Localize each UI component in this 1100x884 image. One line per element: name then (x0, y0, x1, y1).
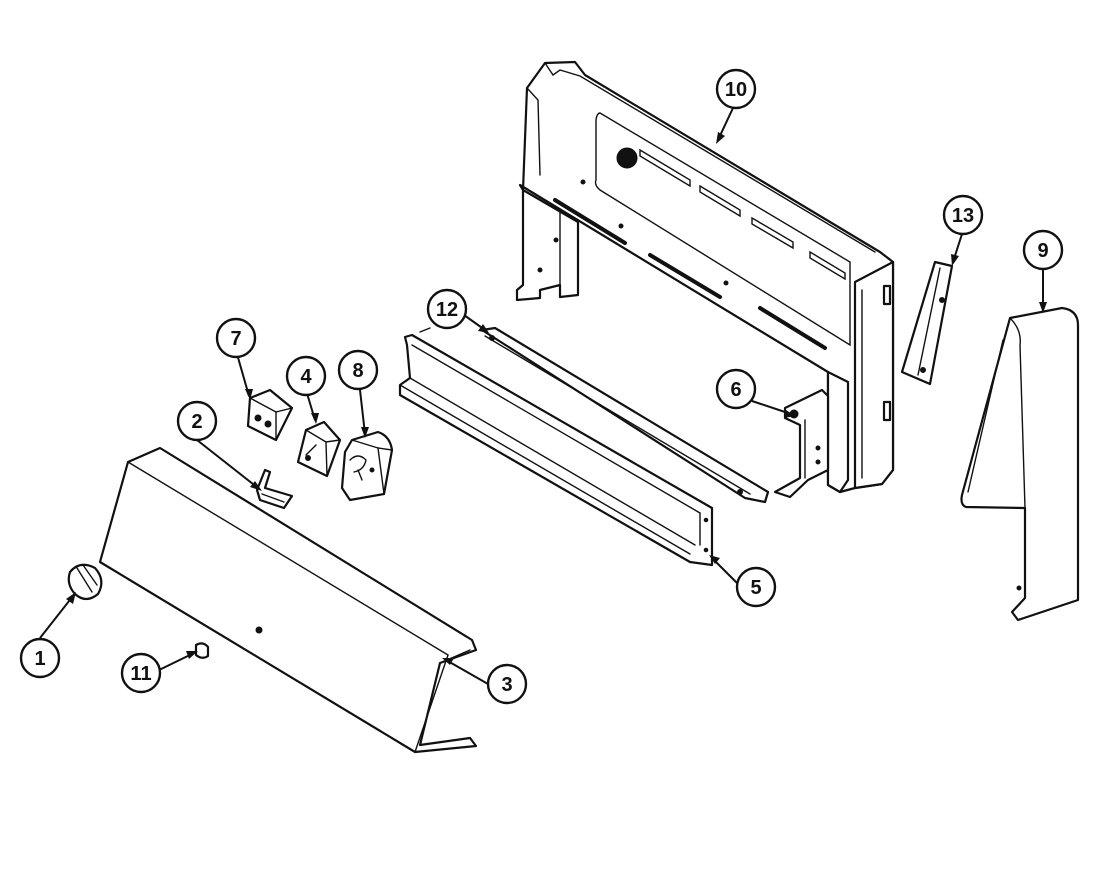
part-5-channel-rail (398, 327, 714, 567)
callout-9-label: 9 (1037, 240, 1048, 262)
part-6-corner-bracket (773, 388, 830, 499)
callout-11: 11 (120, 652, 162, 694)
callout-3-label: 3 (501, 674, 512, 696)
callout-3: 3 (486, 663, 528, 705)
callout-10-label: 10 (725, 79, 747, 101)
leader-lines (39, 107, 1047, 685)
part-8-timer (340, 430, 394, 502)
callout-6: 6 (715, 368, 757, 410)
part-12-rear-strip (480, 326, 770, 504)
callout-8-label: 8 (352, 360, 363, 382)
callout-7: 7 (215, 317, 257, 359)
callout-5: 5 (735, 566, 777, 608)
callout-6-label: 6 (730, 379, 741, 401)
callout-12-label: 12 (436, 299, 458, 321)
part-2-clip (255, 468, 294, 510)
part-9-end-cap (960, 306, 1080, 622)
callout-8: 8 (337, 349, 379, 391)
callout-1: 1 (19, 637, 61, 679)
callout-11-label: 11 (130, 663, 151, 685)
callout-10: 10 (715, 68, 757, 110)
callout-2: 2 (176, 400, 218, 442)
callout-9: 9 (1022, 229, 1064, 271)
part-13-side-bracket (900, 260, 954, 386)
callout-1-label: 1 (34, 648, 45, 670)
callout-2-label: 2 (191, 411, 202, 433)
part-10-backguard-frame (515, 60, 895, 494)
callout-4-label: 4 (300, 366, 312, 388)
callout-13: 13 (942, 194, 984, 236)
part-7-switch (246, 388, 294, 442)
callout-4: 4 (285, 355, 327, 397)
part-4-switch (296, 420, 342, 478)
callout-7-label: 7 (230, 328, 241, 350)
callout-12: 12 (426, 288, 468, 330)
part-1-knob (67, 563, 103, 601)
part-11-screw (194, 642, 210, 659)
callout-13-label: 13 (952, 205, 974, 227)
part-3-control-panel (98, 446, 478, 754)
callout-5-label: 5 (750, 577, 761, 599)
